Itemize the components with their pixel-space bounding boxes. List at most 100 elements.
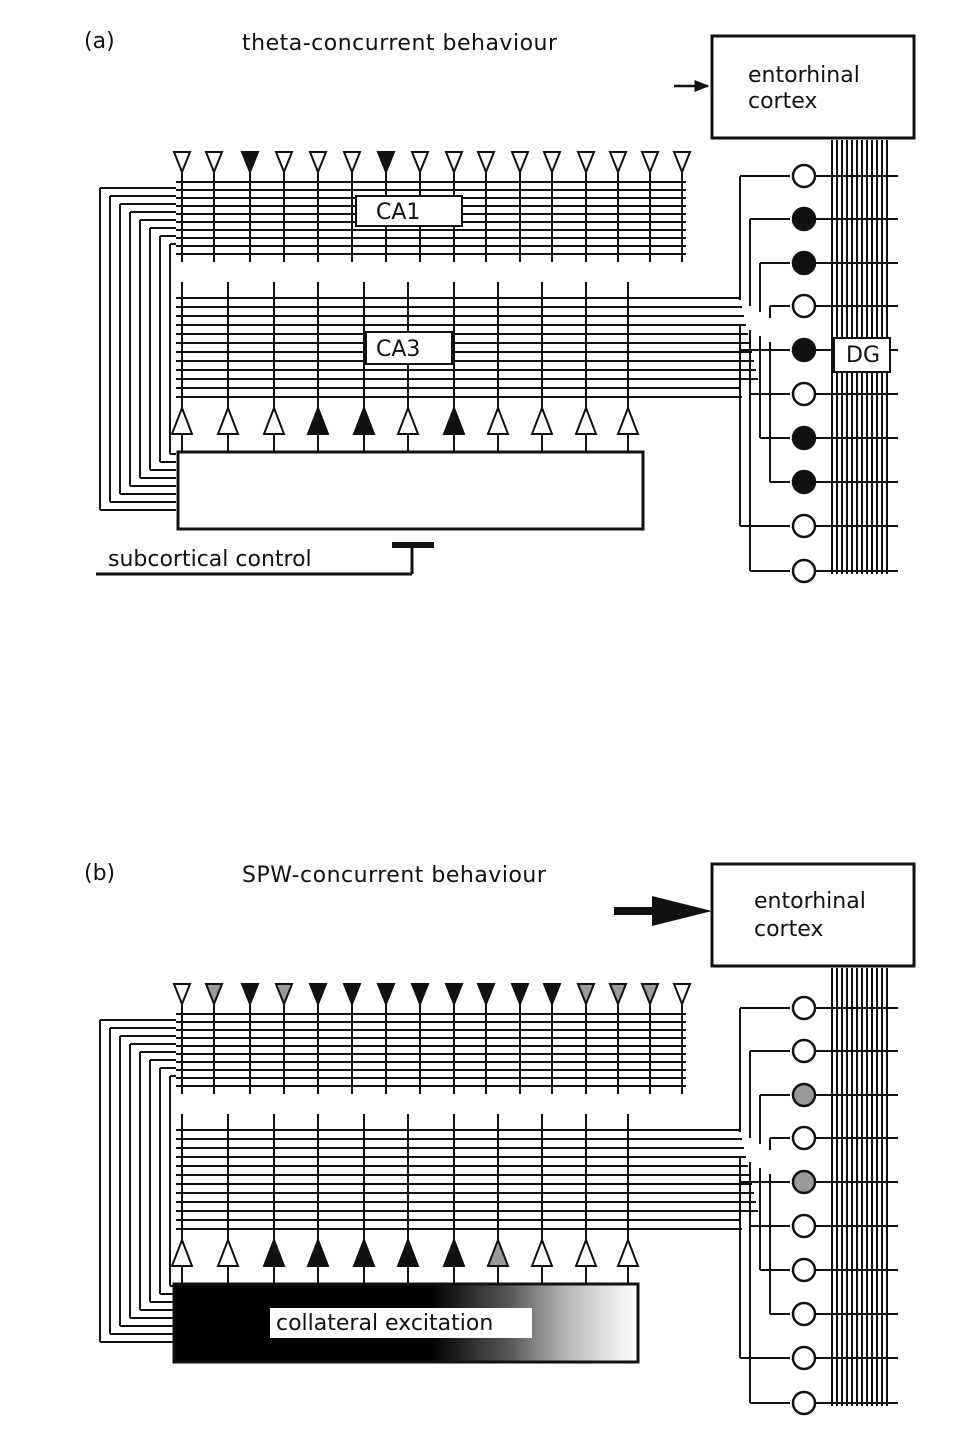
ca1-cell-row (172, 151, 692, 175)
ca1-pyramidal-cell (410, 983, 430, 1007)
panel-title: SPW-concurrent behaviour (242, 863, 547, 888)
ca1-pyramidal-cell (444, 151, 464, 175)
subcortical-control-label: subcortical control (108, 547, 312, 572)
dg-granule-cell (791, 469, 817, 495)
collateral-excitation-label: collateral excitation (276, 1311, 493, 1336)
panel-a: (a) theta-concurrent behaviour entorhina… (84, 29, 916, 584)
dg-granule-cell (791, 1390, 817, 1416)
dg-granule-cell (791, 1301, 817, 1327)
ca1-pyramidal-cell (608, 151, 628, 175)
ca1-pyramidal-cell (576, 151, 596, 175)
dg-granule-cell (791, 293, 817, 319)
ca3-label: CA3 (376, 337, 420, 362)
dg-granule-cell (791, 1125, 817, 1151)
dg-granule-cell (791, 425, 817, 451)
cortex-label-line1: entorhinal (754, 889, 866, 914)
ca1-pyramidal-cell (172, 151, 192, 175)
panel-label: (a) (84, 29, 115, 54)
ca1-pyramidal-cell (542, 983, 562, 1007)
ca3-pyramidal-cell (216, 1237, 240, 1267)
dentate-gyrus-cells (791, 163, 817, 584)
ca1-pyramidal-cell (640, 983, 660, 1007)
dg-label-box (833, 337, 891, 373)
ca1-pyramidal-cell (204, 151, 224, 175)
ca3-pyramidal-cell (442, 405, 466, 435)
ca1-pyramidal-cell (308, 151, 328, 175)
ca3-label-box (365, 331, 453, 365)
dg-granule-cell (791, 163, 817, 189)
dg-granule-cell (791, 1345, 817, 1371)
dg-granule-cell (791, 1169, 817, 1195)
ca3-cell-row (170, 405, 640, 435)
entorhinal-cortex-box (710, 34, 916, 140)
ca3-pyramidal-cell (616, 1237, 640, 1267)
ca1-pyramidal-cell (640, 151, 660, 175)
ca1-pyramidal-cell (444, 983, 464, 1007)
ca3-pyramidal-cell (442, 1237, 466, 1267)
ca3-cell-row (170, 1237, 640, 1267)
panel-b: (b) SPW-concurrent behaviour entorhinal … (84, 861, 916, 1416)
ca1-pyramidal-cell (204, 983, 224, 1007)
ca1-cell-row (172, 983, 692, 1007)
ca1-pyramidal-cell (342, 983, 362, 1007)
ca3-pyramidal-cell (486, 1237, 510, 1267)
ca1-pyramidal-cell (608, 983, 628, 1007)
ca3-pyramidal-cell (396, 1237, 420, 1267)
ca1-pyramidal-cell (342, 151, 362, 175)
ca1-pyramidal-cell (672, 151, 692, 175)
ca3-pyramidal-cell (616, 405, 640, 435)
cortex-label-line2: cortex (748, 89, 817, 114)
dg-granule-cell (791, 995, 817, 1021)
dentate-gyrus-cells (791, 995, 817, 1416)
ca1-pyramidal-cell (510, 151, 530, 175)
circuit-wiring (99, 968, 898, 1406)
collateral-label-backing (270, 1308, 532, 1338)
dg-granule-cell (791, 1038, 817, 1064)
ca1-pyramidal-cell (240, 151, 260, 175)
entorhinal-cortex-box (710, 862, 916, 968)
ca1-pyramidal-cell (672, 983, 692, 1007)
ca1-pyramidal-cell (376, 151, 396, 175)
dg-granule-cell (791, 250, 817, 276)
ca1-pyramidal-cell (274, 983, 294, 1007)
ca3-pyramidal-cell (306, 405, 330, 435)
ca1-pyramidal-cell (542, 151, 562, 175)
ca3-pyramidal-cell (216, 405, 240, 435)
dg-granule-cell (791, 206, 817, 232)
ca3-pyramidal-cell (170, 1237, 194, 1267)
circuit-wiring (99, 140, 898, 574)
ca1-pyramidal-cell (274, 151, 294, 175)
ca3-pyramidal-cell (170, 405, 194, 435)
dg-granule-cell (791, 558, 817, 584)
ca3-pyramidal-cell (262, 405, 286, 435)
ca1-pyramidal-cell (476, 151, 496, 175)
ca3-pyramidal-cell (574, 1237, 598, 1267)
ca1-pyramidal-cell (576, 983, 596, 1007)
ca1-pyramidal-cell (476, 983, 496, 1007)
cortex-label-line1: entorhinal (748, 63, 860, 88)
ca3-pyramidal-cell (396, 405, 420, 435)
ca1-pyramidal-cell (172, 983, 192, 1007)
ca3-collateral-box (176, 450, 645, 531)
ca1-pyramidal-cell (240, 983, 260, 1007)
cortex-label-line2: cortex (754, 917, 823, 942)
dg-granule-cell (791, 1213, 817, 1239)
ca3-pyramidal-cell (486, 405, 510, 435)
ca1-pyramidal-cell (308, 983, 328, 1007)
panel-title: theta-concurrent behaviour (242, 31, 558, 56)
ca3-pyramidal-cell (530, 1237, 554, 1267)
ca1-label: CA1 (376, 200, 420, 225)
dg-granule-cell (791, 1082, 817, 1108)
ca3-pyramidal-cell (574, 405, 598, 435)
ca1-pyramidal-cell (510, 983, 530, 1007)
ca3-pyramidal-cell (530, 405, 554, 435)
panel-label: (b) (84, 861, 115, 886)
cortex-input-arrow (614, 896, 712, 926)
ca3-pyramidal-cell (262, 1237, 286, 1267)
ca3-pyramidal-cell (352, 405, 376, 435)
ca1-label-box (355, 195, 463, 227)
ca1-pyramidal-cell (376, 983, 396, 1007)
dg-granule-cell (791, 381, 817, 407)
thick-arrow-head (652, 896, 712, 926)
